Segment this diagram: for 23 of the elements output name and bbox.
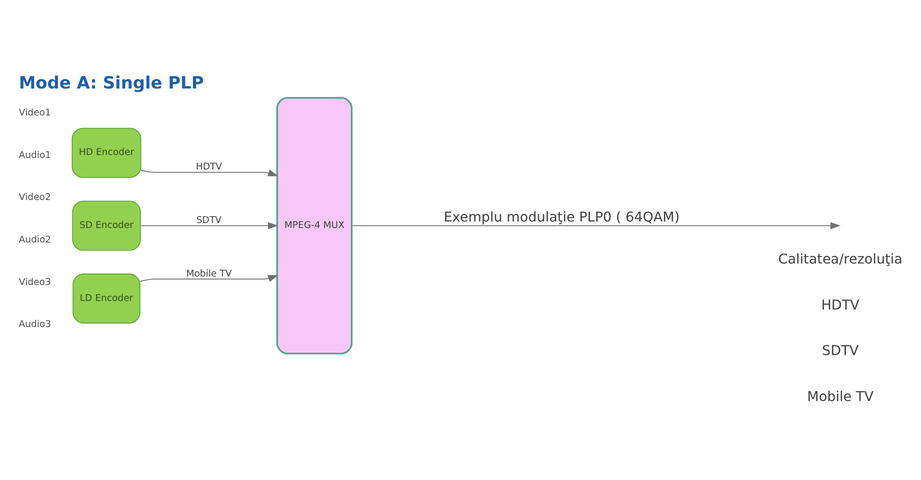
edge-label: Exemplu modulaţie PLP0 ( 64QAM): [444, 208, 680, 225]
node-label: Video1: [18, 106, 51, 118]
node-box: SD Encoder: [72, 200, 141, 250]
node-label: Audio1: [18, 149, 52, 160]
label: SDTV: [822, 342, 859, 359]
edge-label: HDTV: [196, 161, 222, 172]
node-label: Video2: [18, 192, 51, 203]
node-box: LD Encoder: [72, 273, 140, 323]
node-box: MPEG-4 MUX: [276, 96, 353, 354]
label: Calitatea/rezoluţia: [778, 251, 902, 268]
node-label: Video3: [18, 276, 51, 288]
node-box: HD Encoder: [72, 127, 142, 178]
edge-label: SDTV: [196, 214, 222, 226]
node-label: Audio2: [18, 234, 52, 245]
edge-label: Mobile TV: [186, 268, 232, 279]
arrow: [351, 222, 841, 229]
arrow: [140, 222, 278, 229]
label: Mobile TV: [807, 388, 874, 404]
arrow: [140, 274, 278, 282]
label: HDTV: [821, 296, 860, 313]
diagram-title: Mode A: Single PLP: [18, 72, 204, 92]
arrow: [140, 169, 278, 176]
node-label: Audio3: [18, 318, 52, 330]
